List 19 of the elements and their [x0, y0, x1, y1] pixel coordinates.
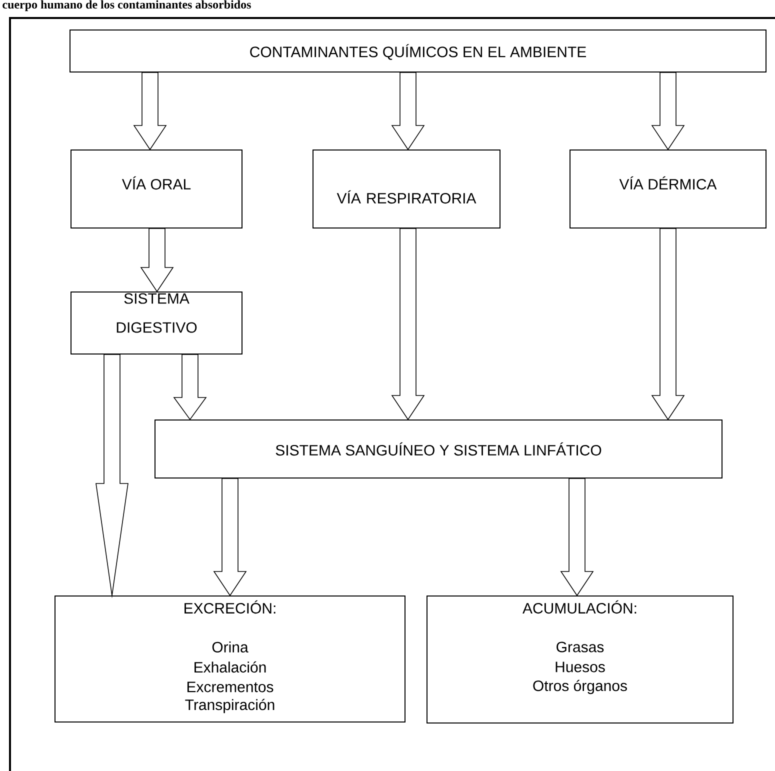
process-box: ACUMULACIÓN: Grasas Huesos Otros órganos [426, 596, 734, 724]
block-arrow [140, 228, 174, 292]
process-box: VÍA ORAL [70, 150, 242, 228]
block-arrow [391, 228, 425, 420]
process-box: CONTAMINANTES QUÍMICOS EN EL AMBIENTE [70, 30, 766, 72]
process-box: SISTEMA SANGUÍNEO Y SISTEMA LINFÁTICO [154, 420, 722, 478]
block-arrow [213, 478, 247, 596]
process-box: VÍA RESPIRATORIA [312, 150, 500, 228]
block-arrow [651, 72, 685, 150]
block-arrow [560, 478, 594, 596]
process-box: VÍA DÉRMICA [570, 150, 766, 228]
block-arrow [651, 228, 685, 420]
block-arrow [133, 72, 167, 150]
block-arrow [391, 72, 425, 150]
process-box: SISTEMA DIGESTIVO [70, 292, 242, 354]
process-box: EXCRECIÓN: Orina Exhalación Excrementos Transpiración [54, 596, 406, 722]
heading: cuerpo humano de los contaminantes absorbidos [2, 0, 251, 12]
block-arrow [173, 354, 207, 420]
block-arrow [96, 354, 128, 598]
